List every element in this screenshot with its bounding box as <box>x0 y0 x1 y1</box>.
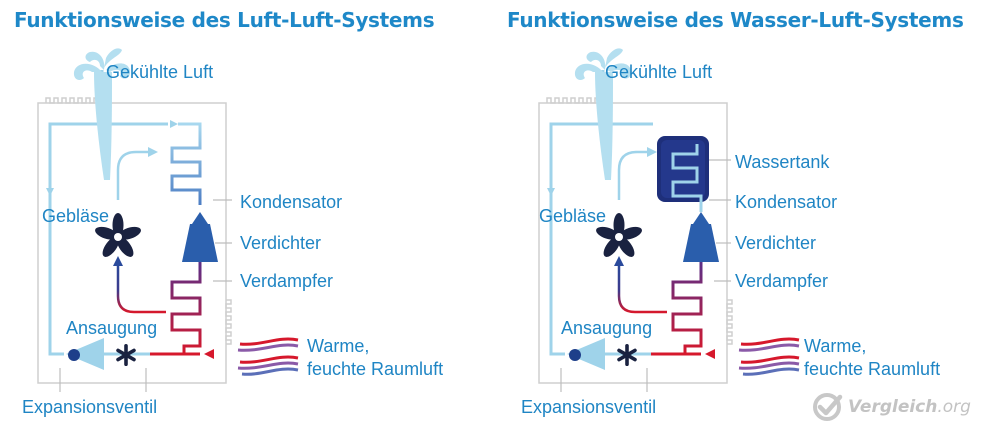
label-compressor: Verdichter <box>240 233 322 253</box>
label-expansion-valve: Expansionsventil <box>22 397 158 417</box>
label-intake: Ansaugung <box>561 318 653 338</box>
intake-pipe <box>116 264 166 314</box>
wasser-luft-title: Funktionsweise des Wasser-Luft-Systems <box>507 8 964 32</box>
label-condenser: Kondensator <box>735 192 838 212</box>
loop-arrow-left <box>46 188 54 196</box>
label-fan: Gebläse <box>539 206 607 226</box>
evaporator-coil <box>170 262 202 354</box>
warm-air-swooshes <box>237 337 299 376</box>
leader-lines <box>560 159 731 392</box>
cooled-air-plume <box>73 48 130 180</box>
watermark-suffix: .org <box>937 397 971 417</box>
wasser-luft-panel: Funktionsweise des Wasser-Luft-Systems <box>501 0 1002 430</box>
label-water-tank: Wassertank <box>735 152 830 172</box>
leader-lines <box>59 199 232 392</box>
warm-air-swooshes <box>738 337 800 376</box>
fan-air-arrow <box>116 150 150 200</box>
watermark-brand: Vergleich <box>848 397 938 417</box>
label-cooled-air: Gekühlte Luft <box>106 62 214 82</box>
cooled-air-plume <box>574 48 631 180</box>
label-cooled-air: Gekühlte Luft <box>605 62 713 82</box>
water-tank-coil <box>671 144 703 212</box>
compressor <box>683 212 719 262</box>
watermark-logo: Vergleich.org <box>848 397 971 417</box>
small-fan-icon <box>617 344 637 366</box>
label-warm-air-2: feuchte Raumluft <box>307 359 444 379</box>
fan-icon <box>95 213 141 257</box>
luft-luft-panel: Funktionsweise des Luft-Luft-Systems <box>14 8 444 417</box>
fan-air-arrow <box>617 150 649 200</box>
fan-icon <box>596 213 642 257</box>
expansion-valve <box>66 338 104 370</box>
label-intake: Ansaugung <box>66 318 158 338</box>
compressor <box>182 212 218 262</box>
label-warm-air-1: Warme, <box>804 336 867 356</box>
label-fan: Gebläse <box>42 206 110 226</box>
small-fan-icon <box>116 344 136 366</box>
label-evaporator: Verdampfer <box>735 271 829 291</box>
label-condenser: Kondensator <box>240 192 343 212</box>
evaporator-coil <box>671 262 703 354</box>
label-compressor: Verdichter <box>735 233 817 253</box>
wasser-luft-diagram <box>538 48 800 392</box>
luft-luft-diagram <box>37 48 299 392</box>
label-expansion-valve: Expansionsventil <box>521 397 657 417</box>
intake-pipe <box>617 264 667 314</box>
loop-arrow-left <box>547 188 555 196</box>
watermark-check-icon <box>813 393 843 421</box>
luft-luft-title: Funktionsweise des Luft-Luft-Systems <box>14 8 435 32</box>
expansion-valve <box>567 338 605 370</box>
label-warm-air-2: feuchte Raumluft <box>804 359 941 379</box>
condenser-coil <box>170 122 202 205</box>
label-evaporator: Verdampfer <box>240 271 334 291</box>
label-warm-air-1: Warme, <box>307 336 370 356</box>
loop-arrow-top <box>170 120 178 128</box>
